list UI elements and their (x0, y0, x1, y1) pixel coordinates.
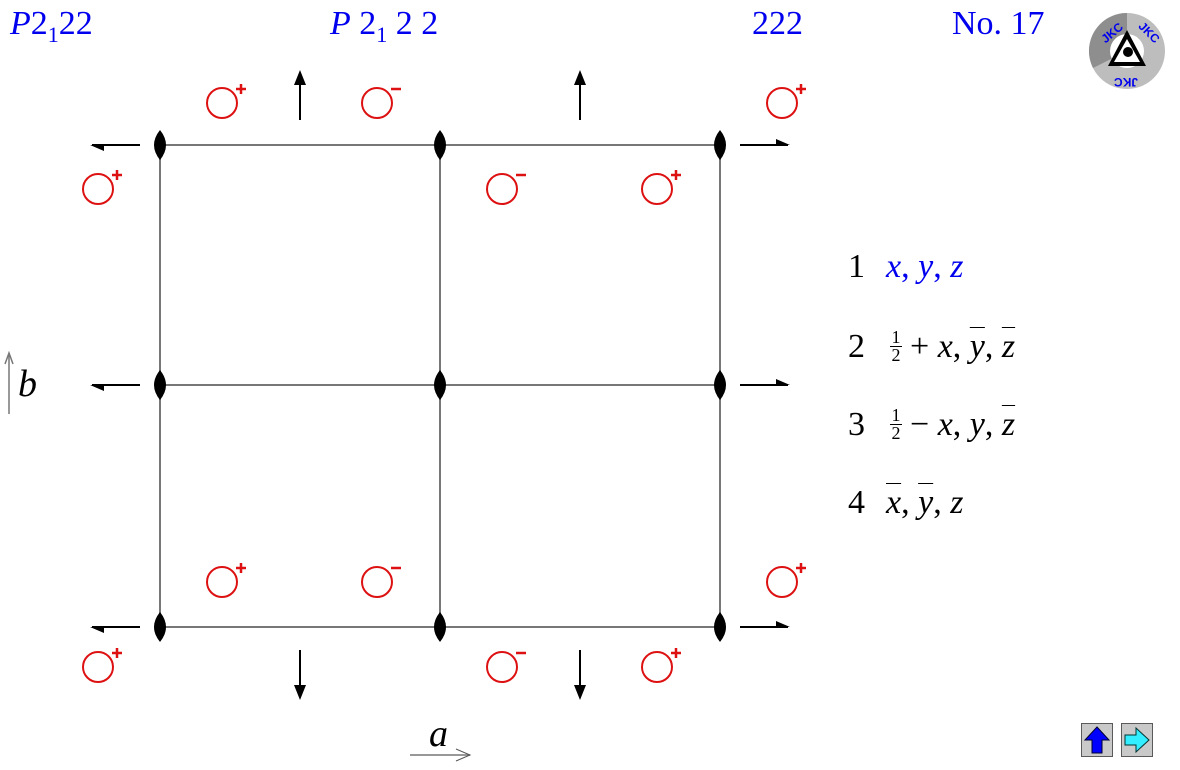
arrow-right-icon (1124, 726, 1150, 754)
screw-axes (90, 70, 790, 700)
general-position-icon (641, 648, 681, 683)
b-axis-label: b (18, 363, 37, 405)
general-position-icon (361, 566, 401, 598)
screw-subscript: 1 (47, 22, 59, 47)
screw-axis-arrow-icon (574, 70, 586, 120)
twofold-axis-icon (434, 370, 446, 400)
screw-base: 2 (359, 5, 377, 42)
a-axis-label: a (429, 713, 448, 755)
jkc-logo-icon[interactable]: JKC JKC JKC (1088, 12, 1166, 90)
coordinate-expression: x, y, z (937, 406, 1016, 443)
general-position-icon (206, 84, 246, 119)
general-position-icon (486, 651, 526, 683)
coordinate-number: 2 (848, 328, 865, 365)
arrow-up-icon (1083, 726, 1111, 754)
screw-axis-arrow-icon (574, 650, 586, 700)
general-positions (82, 84, 806, 683)
b-axis-arrow (4, 350, 14, 414)
twofold-axis-icon (154, 370, 166, 400)
space-group-number: No. 17 (952, 5, 1045, 42)
twofold-axis-icon (434, 130, 446, 160)
general-position-icon (82, 170, 122, 205)
symbol-rest: 22 (58, 5, 93, 42)
general-position-icon (82, 648, 122, 683)
coordinate-expression: x, y, z (937, 328, 1016, 365)
lattice-letter: P (330, 5, 351, 42)
coordinate-number: 4 (848, 484, 865, 521)
general-position-icon (641, 170, 681, 205)
screw-axis-arrow-icon (90, 384, 140, 391)
twofold-axis-icon (714, 370, 726, 400)
a-axis-arrow (410, 748, 472, 762)
screw-axis-arrow-icon (740, 139, 790, 146)
next-button[interactable] (1121, 723, 1153, 757)
screw-axis-arrow-icon (294, 70, 306, 120)
general-position-icon (766, 563, 806, 598)
screw-axis-arrow-icon (740, 379, 790, 386)
general-position-icon (486, 173, 526, 205)
general-position-icon (206, 563, 246, 598)
coordinate-expression: x, y, z (886, 248, 964, 285)
coordinate-number: 1 (848, 248, 865, 285)
general-position-icon (361, 87, 401, 119)
point-group: 222 (752, 5, 803, 42)
screw-subscript: 1 (376, 22, 388, 47)
screw-base: 2 (30, 5, 48, 42)
screw-axis-arrow-icon (90, 144, 140, 151)
svg-text:JKC: JKC (1114, 75, 1138, 89)
twofold-axis-icon (434, 612, 446, 642)
operator: − (910, 406, 938, 443)
operator: + (910, 328, 938, 365)
short-symbol: P2122 (10, 2, 93, 46)
coordinate-row: 4 x, y, z (848, 483, 963, 523)
twofold-axis-icon (154, 612, 166, 642)
general-position-icon (766, 84, 806, 119)
twofold-axes (154, 130, 726, 642)
twofold-axis-icon (714, 130, 726, 160)
lattice-letter: P (10, 5, 31, 42)
up-button[interactable] (1081, 723, 1113, 757)
coordinate-number: 3 (848, 406, 865, 443)
twofold-axis-icon (154, 130, 166, 160)
coordinate-expression: x, y, z (886, 484, 964, 521)
twofold-axis-icon (714, 612, 726, 642)
symbol-rest: 2 2 (387, 5, 439, 42)
screw-axis-arrow-icon (740, 621, 790, 628)
full-symbol: P 21 2 2 (330, 2, 438, 46)
screw-axis-arrow-icon (294, 650, 306, 700)
screw-axis-arrow-icon (90, 626, 140, 633)
coordinate-row: 1 x, y, z (848, 247, 963, 287)
